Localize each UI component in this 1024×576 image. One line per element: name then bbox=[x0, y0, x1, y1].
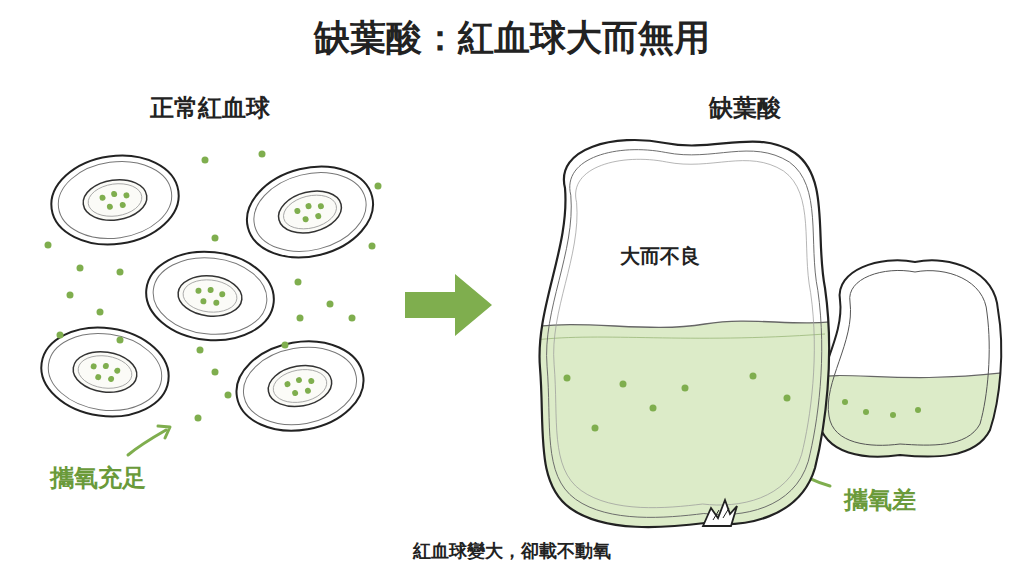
red-cell bbox=[35, 320, 174, 425]
leader-arrow bbox=[128, 430, 166, 455]
callout-label: 攜氧充足 bbox=[50, 462, 146, 494]
cell-outline bbox=[525, 128, 837, 538]
transition-arrow bbox=[405, 274, 492, 336]
leader-arrowhead bbox=[158, 426, 170, 438]
normal-red-cells bbox=[35, 148, 382, 441]
small-macrocyte bbox=[810, 260, 1010, 470]
cell-label: 大而不良 bbox=[620, 243, 700, 270]
title: 缺葉酸：紅血球大而無用 bbox=[314, 14, 710, 63]
red-cell bbox=[237, 154, 382, 270]
group-heading: 缺葉酸 bbox=[709, 92, 781, 124]
macrocyte-cell: 大而不良 bbox=[525, 128, 837, 538]
callout-label: 攜氧差 bbox=[844, 484, 916, 516]
red-cell bbox=[45, 148, 184, 253]
caption: 紅血球變大，卻載不動氧 bbox=[413, 539, 611, 563]
red-cell bbox=[229, 332, 370, 441]
red-cell bbox=[142, 246, 278, 347]
oxygen-dots bbox=[45, 151, 382, 422]
group-heading: 正常紅血球 bbox=[150, 92, 270, 124]
